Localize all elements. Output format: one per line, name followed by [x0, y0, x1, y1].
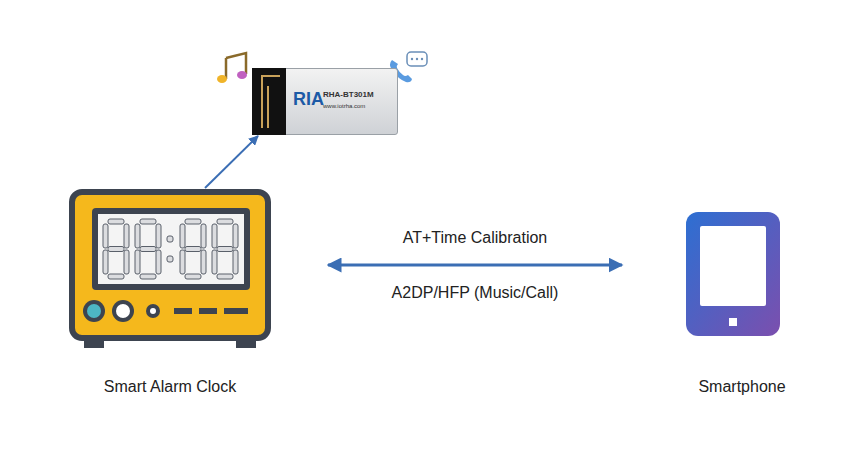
- display-segment: [212, 250, 217, 274]
- display-segment: [201, 250, 206, 274]
- display-segment: [180, 250, 185, 274]
- display-segment: [185, 219, 201, 224]
- device-node: Smartphone: [668, 210, 816, 402]
- display-segment: [140, 219, 156, 224]
- display-segment: [212, 224, 217, 248]
- edge-label: AT+Time Calibration: [400, 229, 551, 247]
- display-segment: [167, 256, 173, 262]
- bt-module: RIARHA-BT301M www.iotrha.com: [252, 68, 398, 135]
- display-segment: [156, 250, 161, 274]
- display-segment: [135, 224, 140, 248]
- display-segment: [124, 250, 129, 274]
- edge-note: A2DP/HFP (Music/Call): [389, 284, 562, 302]
- antenna: [252, 68, 286, 135]
- display-segment: [103, 250, 108, 274]
- display-segment: [140, 274, 156, 279]
- display-segment: [108, 274, 124, 279]
- connector-arrow: [205, 136, 258, 188]
- display-segment: [217, 219, 233, 224]
- device-caption: Smart Alarm Clock: [104, 378, 236, 396]
- display-segment: [233, 224, 238, 248]
- display-segment: [135, 250, 140, 274]
- display-segment: [233, 250, 238, 274]
- display-segment: [180, 224, 185, 248]
- connector-arrow: [328, 264, 622, 267]
- display-segment: [185, 247, 201, 252]
- smartphone-icon: [686, 212, 780, 336]
- display-segment: [185, 274, 201, 279]
- display-segment: [201, 224, 206, 248]
- device-caption: Smartphone: [698, 378, 785, 396]
- module-text: RHA-BT301M: [323, 90, 374, 99]
- display-segment: [103, 224, 108, 248]
- device-node: Smart Alarm Clock: [70, 190, 270, 402]
- display-segment: [156, 224, 161, 248]
- module-text: RIA: [293, 89, 324, 110]
- display-segment: [108, 219, 124, 224]
- display-segment: [217, 247, 233, 252]
- display-segment: [217, 274, 233, 279]
- module-text: www.iotrha.com: [323, 103, 365, 109]
- display-segment: [108, 247, 124, 252]
- alarm-clock: [72, 192, 268, 348]
- display-segment: [167, 236, 173, 242]
- display-segment: [140, 247, 156, 252]
- display-segment: [124, 224, 129, 248]
- music-icon: [217, 53, 247, 83]
